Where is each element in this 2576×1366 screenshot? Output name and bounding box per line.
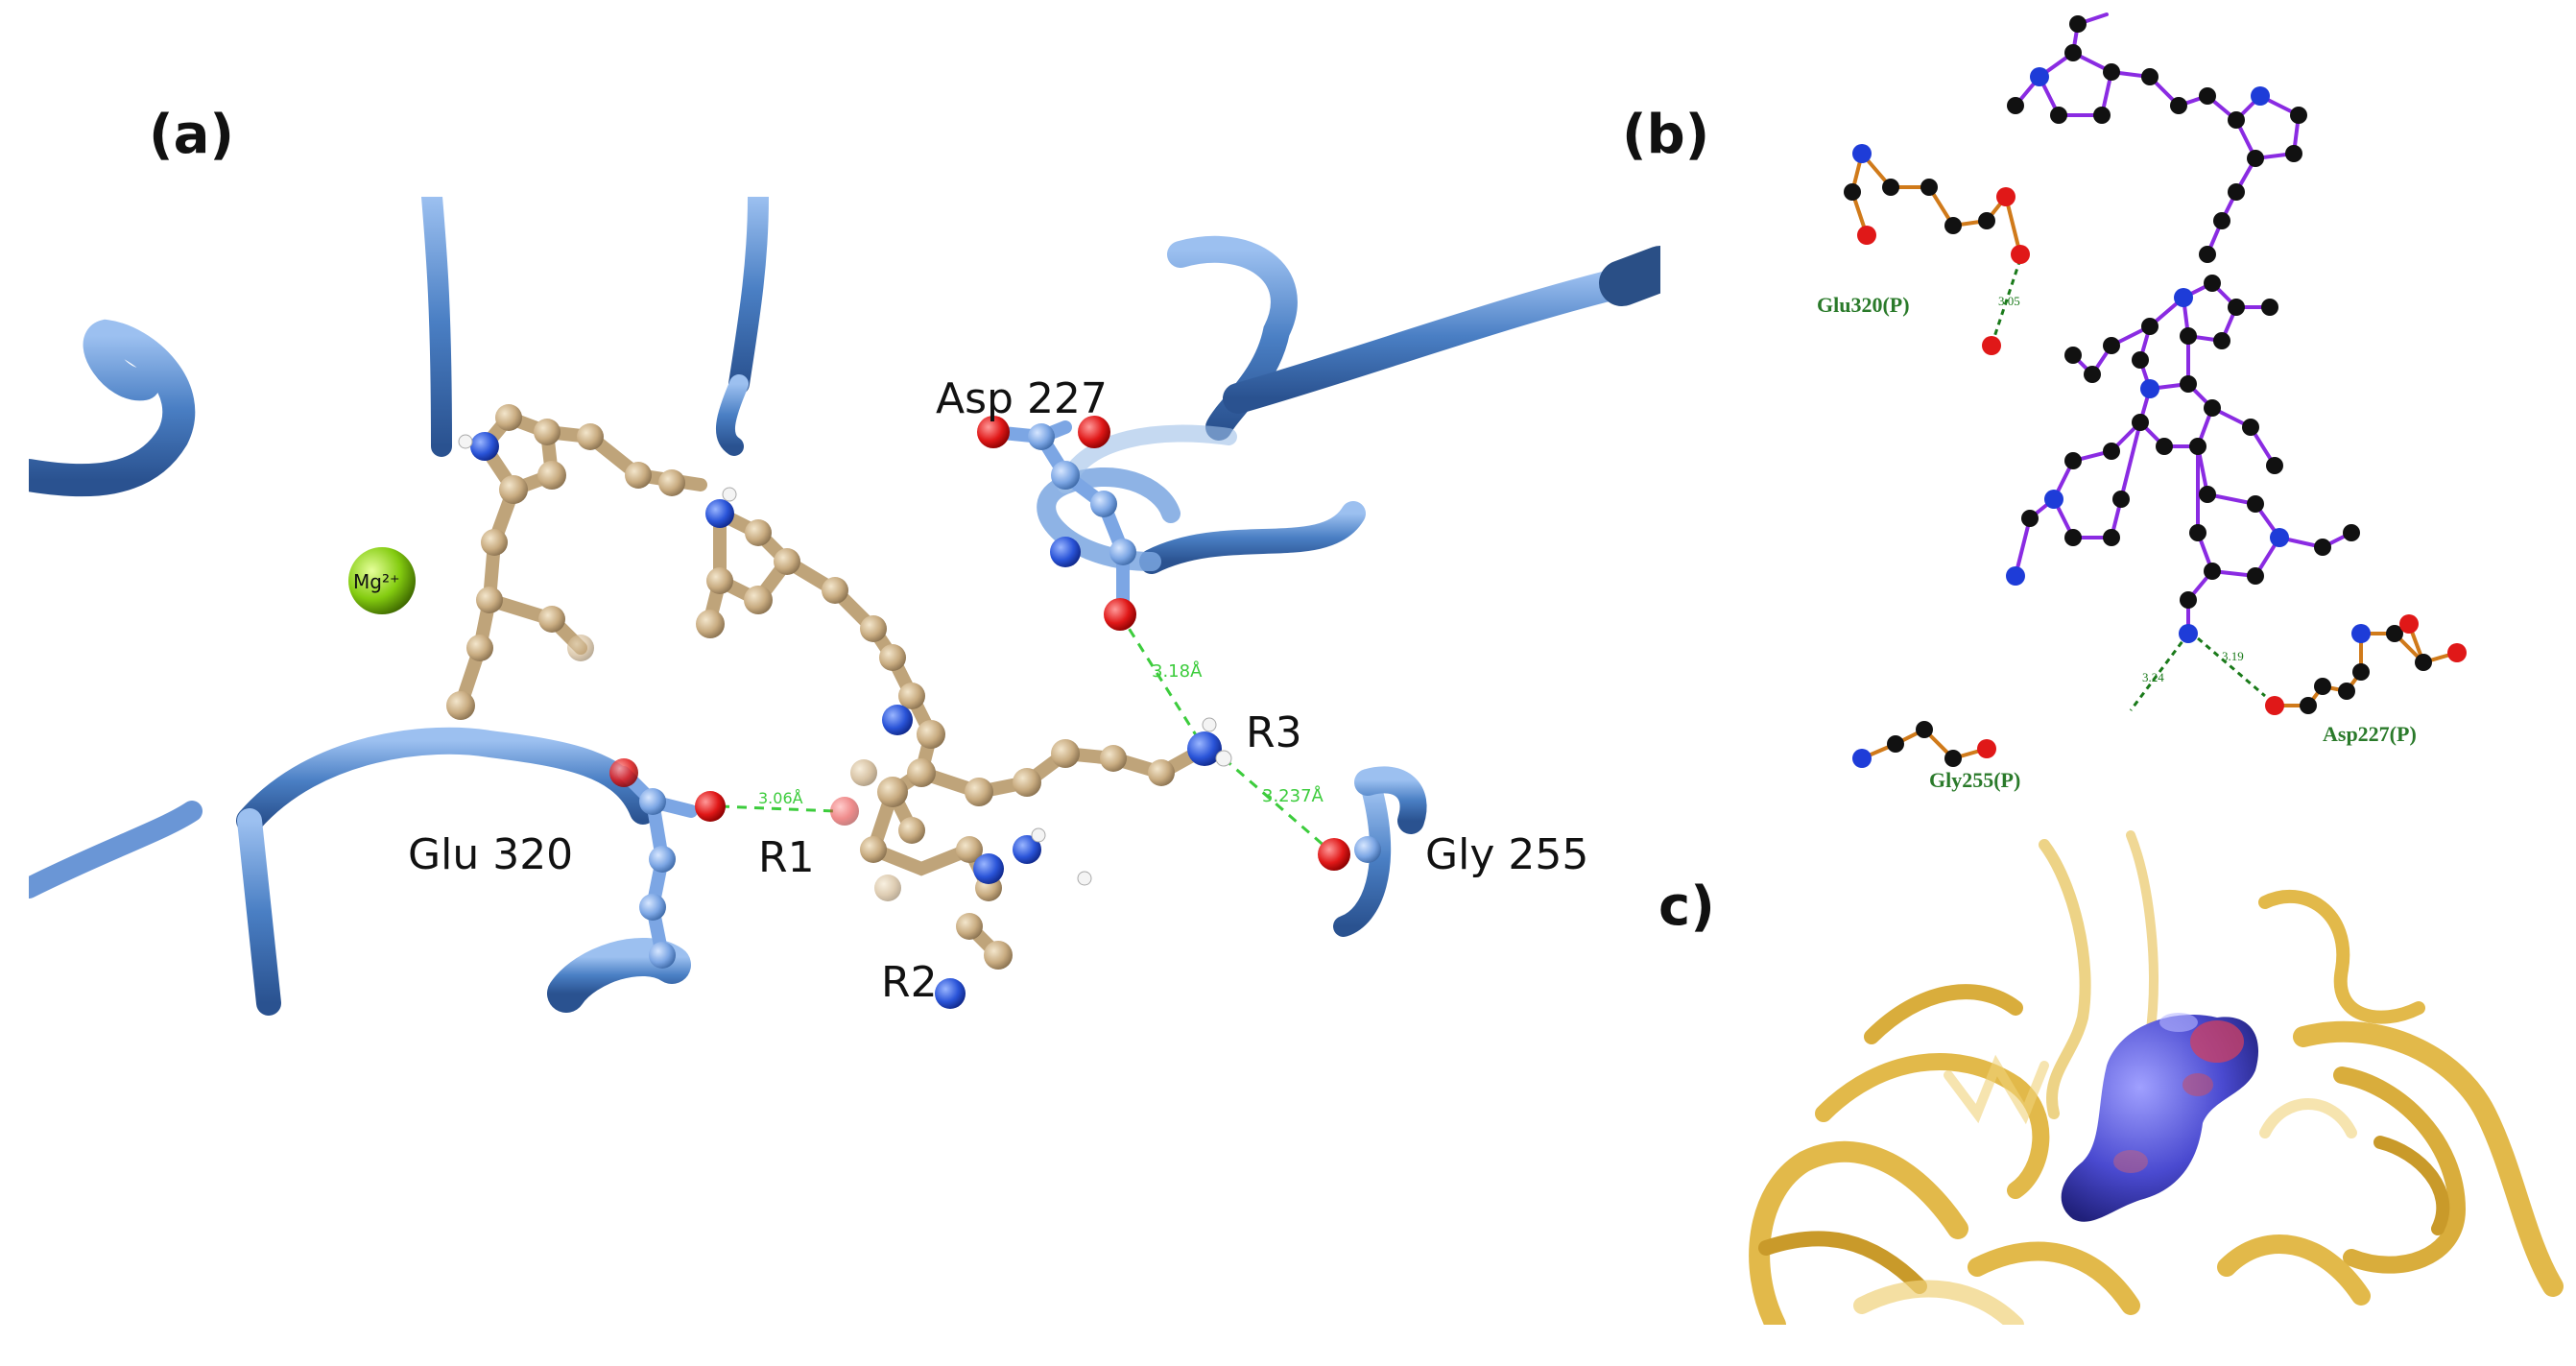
panel-c-letter: c) (1658, 875, 1715, 938)
gly255-label: Gly 255 (1425, 830, 1589, 879)
panel-b-letter: (b) (1622, 104, 1710, 166)
residue-atoms (639, 423, 1381, 969)
r3-label: R3 (1246, 708, 1302, 757)
binding-site-render: 3.18Å 3.237Å 3.06Å Mg²⁺ (29, 197, 1660, 1016)
protein-gold-ribbons (1749, 830, 2564, 1325)
lp-gly255-label: Gly255(P) (1929, 768, 2021, 792)
lp-asp227-label: Asp227(P) (2323, 722, 2417, 746)
oxygen-atoms (609, 416, 1350, 871)
panel-a-binding-site: 3.18Å 3.237Å 3.06Å Mg²⁺ (29, 197, 1660, 1018)
magnesium-ion (348, 547, 416, 614)
panel-c-protein-surface (1728, 826, 2572, 1325)
distance-glu-label: 3.06Å (758, 789, 803, 807)
panel-a-letter: (a) (149, 104, 234, 166)
ligand-atoms (446, 404, 1175, 970)
oxygen-atoms-2d (1857, 187, 2467, 758)
panel-b-interaction-diagram: 3.05 3.24 3.19 (1785, 0, 2553, 806)
hbond-lines-2d (1990, 258, 2266, 711)
ligand-surface (2061, 1013, 2259, 1222)
asp227-label: Asp 227 (936, 374, 1108, 423)
lp-glu320-label: Glu320(P) (1817, 293, 1910, 317)
r2-label: R2 (881, 958, 938, 1007)
distance-gly-label: 3.237Å (1262, 785, 1324, 806)
hydrogen-atoms (458, 434, 1232, 886)
ligplot-diagram: 3.05 3.24 3.19 (1844, 12, 2467, 768)
protein-cartoon (1749, 830, 2564, 1325)
carbon-atoms-2d (1844, 15, 2432, 767)
lp-dist-2: 3.24 (2142, 670, 2164, 684)
nitrogen-atoms (470, 432, 1222, 1009)
hbond-lines (719, 613, 1335, 856)
glu320-label: Glu 320 (408, 830, 574, 879)
lp-dist-3: 3.19 (2222, 649, 2244, 663)
lp-dist-1: 3.05 (1998, 294, 2020, 308)
mg-label: Mg²⁺ (353, 570, 400, 593)
r1-label: R1 (758, 833, 815, 882)
nitrogen-atoms-2d (1852, 67, 2371, 768)
distance-asp-label: 3.18Å (1152, 660, 1203, 682)
